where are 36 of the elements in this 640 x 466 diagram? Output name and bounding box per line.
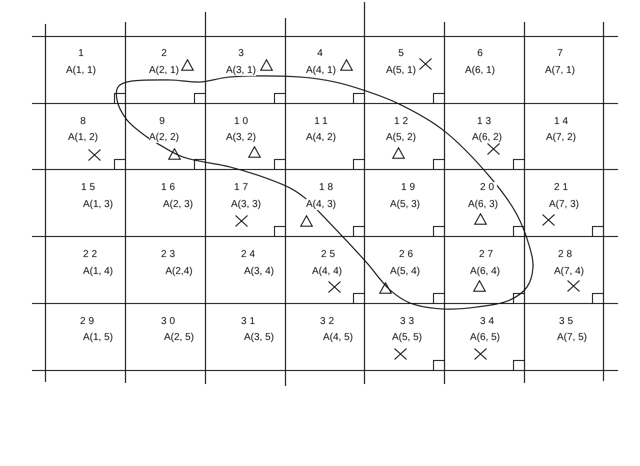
cell-label: A(7, 3) [549, 199, 579, 210]
cell-label: A(2, 5) [164, 332, 194, 343]
cell-label: A(5, 4) [390, 266, 420, 277]
cell-label: A(6, 1) [465, 65, 495, 76]
cell-label: A(7, 2) [546, 132, 576, 143]
cell-label: A(2, 2) [149, 132, 179, 143]
cell-label: A(1, 1) [66, 65, 96, 76]
cell-label: A(3, 4) [244, 266, 274, 277]
cell-label: A(2, 3) [163, 199, 193, 210]
cell-label: A(6, 4) [470, 266, 500, 277]
cell-label: A(4, 4) [312, 266, 342, 277]
cell-label: A(2, 1) [149, 65, 179, 76]
cell-label: A(3, 5) [244, 332, 274, 343]
cell-label: A(7, 4) [554, 266, 584, 277]
cell-label: A(7, 5) [557, 332, 587, 343]
cell-label: A(3, 3) [231, 199, 261, 210]
cell-label: A(5, 2) [386, 132, 416, 143]
cell-label: A(2,4) [165, 266, 193, 277]
cell-label: A(6, 2) [472, 132, 502, 143]
cell-label: A(1, 3) [83, 199, 113, 210]
cell-label: A(3, 1) [226, 65, 256, 76]
cell-label: A(5, 5) [392, 332, 422, 343]
cell-label: A(6, 3) [468, 199, 498, 210]
cell-label: A(6, 5) [470, 332, 500, 343]
cell-label: A(7, 1) [545, 65, 575, 76]
cell-label: A(4, 3) [306, 199, 336, 210]
cell-number: 4 [314, 48, 326, 59]
cell-label: A(1, 2) [68, 132, 98, 143]
cell-label: A(5, 1) [386, 65, 416, 76]
cell-label: A(5, 3) [390, 199, 420, 210]
cell-label: A(4, 1) [306, 65, 336, 76]
cell-label: A(1, 4) [83, 266, 113, 277]
cell-label: A(3, 2) [226, 132, 256, 143]
cell-label: A(4, 5) [323, 332, 353, 343]
cell-label: A(1, 5) [83, 332, 113, 343]
cell-label: A(4, 2) [306, 132, 336, 143]
